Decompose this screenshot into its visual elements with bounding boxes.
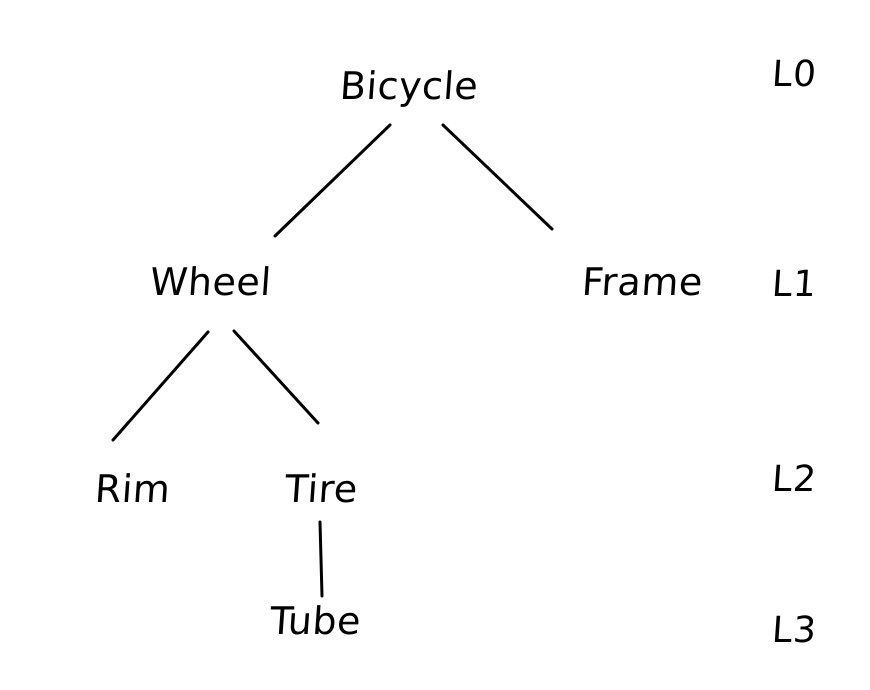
edge-wheel-rim [111,330,210,442]
level-label-l3: L3 [770,610,819,651]
node-tube[interactable]: Tube [268,599,363,643]
node-bicycle[interactable]: Bicycle [338,64,480,108]
node-rim[interactable]: Rim [93,467,173,511]
edge-bicycle-frame [441,123,554,231]
node-wheel[interactable]: Wheel [148,260,274,304]
node-tire[interactable]: Tire [283,467,360,511]
edge-tire-tube [318,520,324,598]
level-label-l1: L1 [770,264,819,305]
edge-bicycle-wheel [273,123,392,238]
node-frame[interactable]: Frame [580,260,705,304]
level-label-l2: L2 [770,459,819,500]
level-label-l0: L0 [770,54,819,95]
edge-wheel-tire [232,329,320,425]
